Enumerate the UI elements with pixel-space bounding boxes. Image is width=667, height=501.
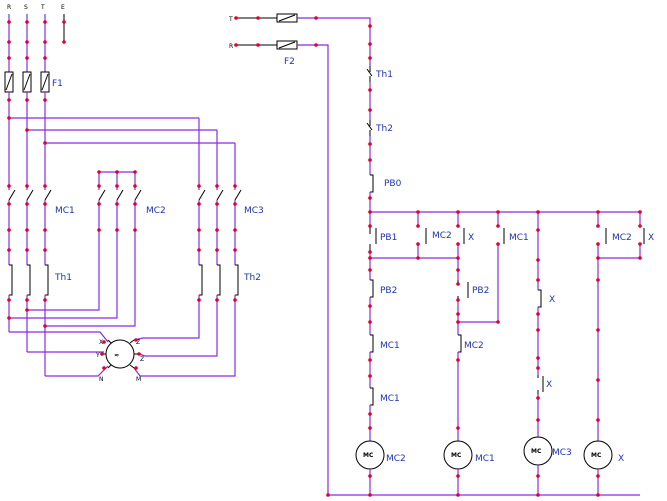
supply-label-r: R	[7, 4, 11, 11]
mc1-nc-interlock-2	[370, 387, 374, 406]
x-contact-4-label: X	[648, 233, 654, 243]
x-contact-3	[537, 375, 544, 394]
fuse-f1	[4, 71, 50, 93]
coil-mc2-text: MC	[363, 452, 374, 459]
pb2-button-b	[457, 280, 469, 300]
mc2-main-contacts	[98, 189, 142, 201]
motor-terminal-y: Y	[95, 352, 100, 359]
control-supply-t: T	[228, 16, 233, 23]
motor-terminal-z: Z	[136, 339, 140, 346]
pb2-button-a	[370, 279, 374, 298]
mc2-nc-interlock	[458, 334, 462, 353]
mc2-holding-label: MC2	[432, 231, 452, 241]
mc1-label: MC1	[55, 206, 75, 216]
coil-mc3-label: MC3	[552, 448, 572, 458]
motor-terminal-z2: Z	[140, 356, 144, 363]
motor-symbol-icon: ≈	[114, 352, 119, 359]
th1-nc-contact	[366, 66, 373, 82]
thermal-th2	[199, 264, 239, 296]
coil-mc1: MC	[443, 440, 473, 470]
coil-x: MC	[583, 440, 613, 470]
motor-terminal-x: X	[99, 339, 103, 346]
control-nodes	[234, 16, 642, 497]
fuse-f1-label: F1	[52, 79, 63, 89]
thermal-th1	[9, 264, 49, 296]
mc2-label: MC2	[146, 206, 166, 216]
mc3-main-contacts	[198, 189, 242, 201]
x-contact-2-label: X	[549, 295, 555, 305]
mc2-nc-label: MC2	[464, 341, 484, 351]
x-contact-2	[538, 289, 542, 308]
mc1-nc-interlock-1	[370, 334, 374, 353]
pb2-a-label: PB2	[380, 286, 397, 296]
supply-label-s: S	[24, 4, 28, 11]
mc3-label: MC3	[244, 206, 264, 216]
mc1-main-contacts	[8, 189, 52, 201]
motor-terminal-m: M	[136, 376, 141, 383]
mc1-holding-label: MC1	[509, 233, 529, 243]
coil-mc1-text: MC	[451, 452, 462, 459]
mc2-contact-b-label: MC2	[612, 233, 632, 243]
fuse-f2	[276, 40, 298, 50]
control-supply-r: R	[229, 43, 233, 50]
pb0-label: PB0	[384, 179, 402, 189]
coil-x-label: X	[618, 454, 624, 464]
control-circuit: T R F2 Th1 Th2	[228, 13, 654, 497]
motor-terminal-n: N	[99, 376, 104, 383]
x-contact-1-label: X	[468, 233, 474, 243]
coil-mc1-label: MC1	[475, 454, 495, 464]
control-th1-label: Th1	[375, 70, 393, 80]
pb0-stop-button	[370, 174, 374, 193]
mc1-nc-1-label: MC1	[380, 341, 400, 351]
x-contact-3-label: X	[546, 380, 552, 390]
coil-mc2-label: MC2	[386, 454, 406, 464]
coil-mc3: MC	[523, 436, 553, 466]
power-circuit: R S T E F1 MC1	[4, 4, 264, 383]
supply-label-e: E	[61, 4, 65, 11]
control-th2-label: Th2	[375, 124, 393, 134]
th1-label: Th1	[54, 273, 72, 283]
power-nodes	[7, 20, 237, 370]
mc1-nc-2-label: MC1	[380, 394, 400, 404]
coil-x-text: MC	[591, 452, 602, 459]
coil-mc3-text: MC	[531, 448, 542, 455]
th2-nc-contact	[366, 120, 373, 136]
fuse-f2-label: F2	[284, 57, 295, 67]
coil-mc2: MC	[355, 440, 385, 470]
pb1-label: PB1	[380, 233, 397, 243]
th2-label: Th2	[243, 273, 261, 283]
fuse-top	[276, 13, 298, 23]
motor-body	[105, 339, 135, 369]
pb2-b-label: PB2	[472, 286, 489, 296]
pb1-start-button	[369, 226, 377, 252]
supply-label-t: T	[40, 4, 45, 11]
